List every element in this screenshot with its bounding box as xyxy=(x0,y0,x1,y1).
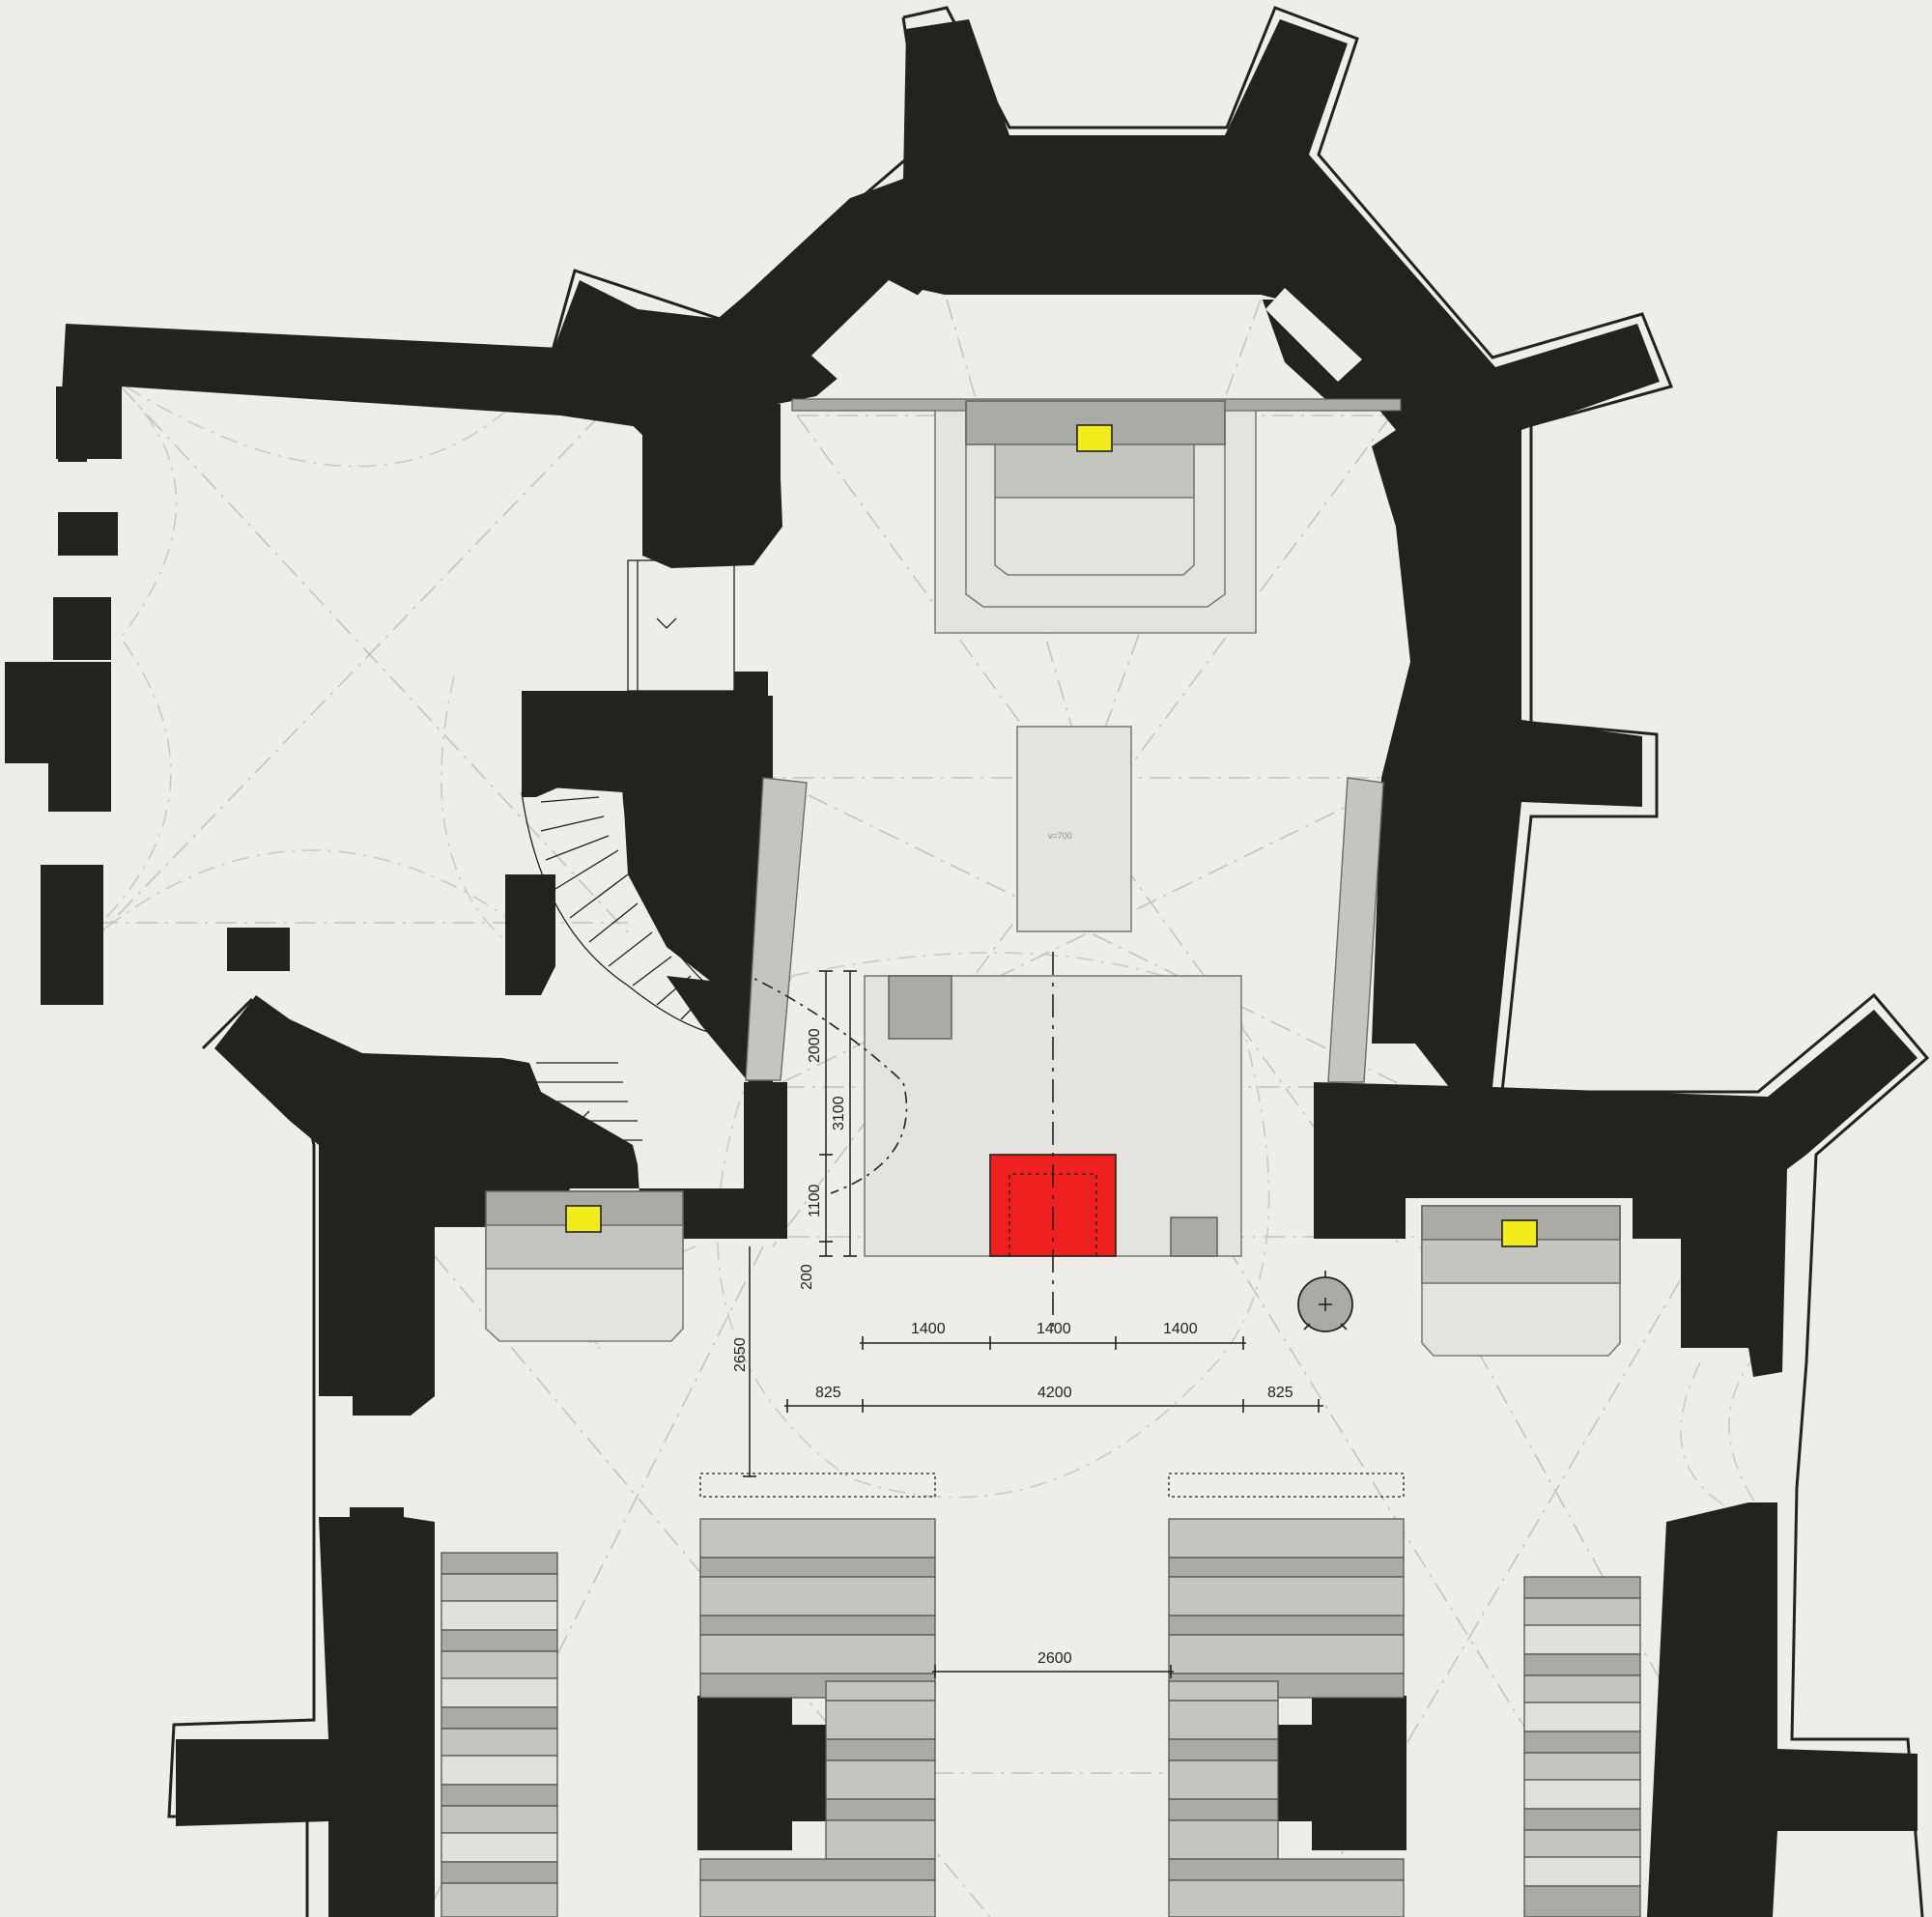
candle-marker-right xyxy=(1501,1219,1538,1247)
dim-2000: 2000 xyxy=(807,1028,823,1063)
dim-825-a: 825 xyxy=(815,1385,841,1401)
sanctuary-table[interactable]: v=700 xyxy=(1016,726,1132,932)
pews-left-center[interactable] xyxy=(699,1473,936,1917)
spiral-staircase xyxy=(521,791,721,1035)
dim-3100: 3100 xyxy=(831,1096,847,1130)
dim-1400-c: 1400 xyxy=(1163,1321,1198,1337)
dim-1400-a: 1400 xyxy=(911,1321,946,1337)
dim-825-b: 825 xyxy=(1267,1385,1293,1401)
pillar-left xyxy=(697,1696,792,1850)
baptismal-font-icon[interactable] xyxy=(1297,1271,1353,1332)
dim-1400-b: 1400 xyxy=(1037,1321,1071,1337)
dimensions: 2000 3100 1100 200 2650 1400 1400 1400 8… xyxy=(732,970,1323,1678)
dim-4200: 4200 xyxy=(1037,1385,1072,1401)
candle-marker-main xyxy=(1076,424,1113,452)
wall-panels xyxy=(745,777,1384,1083)
walls xyxy=(5,19,1918,1917)
straight-stair-north xyxy=(536,559,735,1141)
side-altar-right[interactable] xyxy=(1421,1205,1621,1357)
dim-2600: 2600 xyxy=(1037,1650,1072,1667)
pillar-right xyxy=(1312,1696,1406,1850)
pews-left-aisle[interactable] xyxy=(440,1552,558,1917)
dim-1100: 1100 xyxy=(807,1184,823,1217)
door-swing xyxy=(738,970,908,1194)
pews-right-aisle[interactable] xyxy=(1523,1576,1641,1917)
dim-200: 200 xyxy=(799,1264,815,1290)
pews-right-center[interactable] xyxy=(1168,1473,1405,1917)
apse-wall xyxy=(551,19,1660,1087)
side-altar-left[interactable] xyxy=(485,1190,684,1342)
main-altar-platform[interactable] xyxy=(791,398,1402,634)
candle-marker-left xyxy=(565,1205,602,1233)
table-height-label: v=700 xyxy=(1048,831,1072,841)
dim-2650: 2650 xyxy=(732,1337,749,1372)
